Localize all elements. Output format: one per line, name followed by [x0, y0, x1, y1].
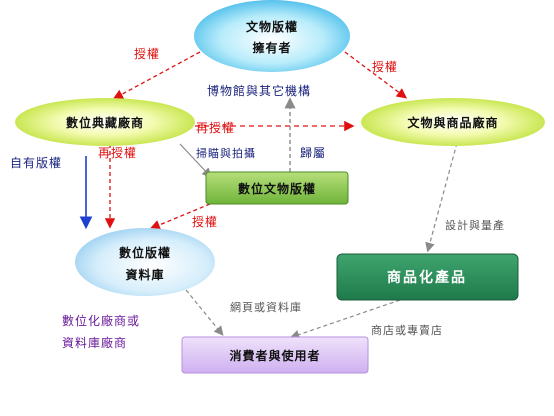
database-line1: 數位版權 [119, 245, 171, 260]
arrow-database-to-consumers [185, 289, 224, 336]
owner-line1: 文物版權 [246, 19, 298, 34]
label-design-production: 設計與量產 [445, 218, 505, 232]
arrow-merch-to-products [425, 142, 458, 253]
arrow-rights-to-database [149, 203, 211, 230]
node-merch-maker[interactable]: 文物與商品廠商 [361, 98, 545, 146]
products-label: 商品化產品 [387, 269, 467, 286]
merch-label: 文物與商品廠商 [407, 115, 498, 130]
label-license-right: 授權 [372, 59, 398, 74]
label-license-db: 授權 [192, 214, 218, 229]
arrow-owner-to-collector [112, 51, 201, 100]
rights-label: 數位文物版權 [238, 181, 316, 196]
label-own-copyright: 自有版權 [10, 156, 62, 170]
arrows [79, 51, 458, 340]
label-sublicense-top: 再授權 [196, 120, 235, 135]
label-ownership: 歸屬 [300, 146, 326, 160]
label-scan-photo: 掃瞄與拍攝 [196, 146, 256, 160]
node-products[interactable]: 商品化產品 [336, 253, 519, 301]
arrow-collector-to-rights [179, 143, 212, 178]
node-copyright-owner[interactable]: 文物版權 擁有者 [194, 0, 350, 72]
side-note-line1: 數位化廠商或 [62, 313, 140, 328]
node-database[interactable]: 數位版權 資料庫 [75, 228, 215, 296]
label-web-db: 網頁或資料庫 [230, 300, 302, 314]
label-stores: 商店或專賣店 [371, 323, 443, 337]
museum-label: 博物館與其它機構 [207, 83, 311, 98]
collector-label: 數位典藏廠商 [66, 115, 144, 130]
arrow-owner-to-merch [344, 51, 408, 99]
owner-line2: 擁有者 [252, 40, 291, 55]
node-digital-collector[interactable]: 數位典藏廠商 [15, 98, 195, 146]
node-consumers[interactable]: 消費者與使用者 [181, 336, 369, 374]
label-sublicense-left: 再授權 [98, 145, 137, 160]
arrow-products-to-consumers [289, 299, 401, 340]
side-note-line2: 資料庫廠商 [62, 335, 127, 350]
label-license-left: 授權 [134, 46, 160, 61]
consumers-label: 消費者與使用者 [229, 348, 320, 363]
database-line2: 資料庫 [125, 267, 164, 282]
node-digital-rights[interactable]: 數位文物版權 [205, 171, 349, 205]
